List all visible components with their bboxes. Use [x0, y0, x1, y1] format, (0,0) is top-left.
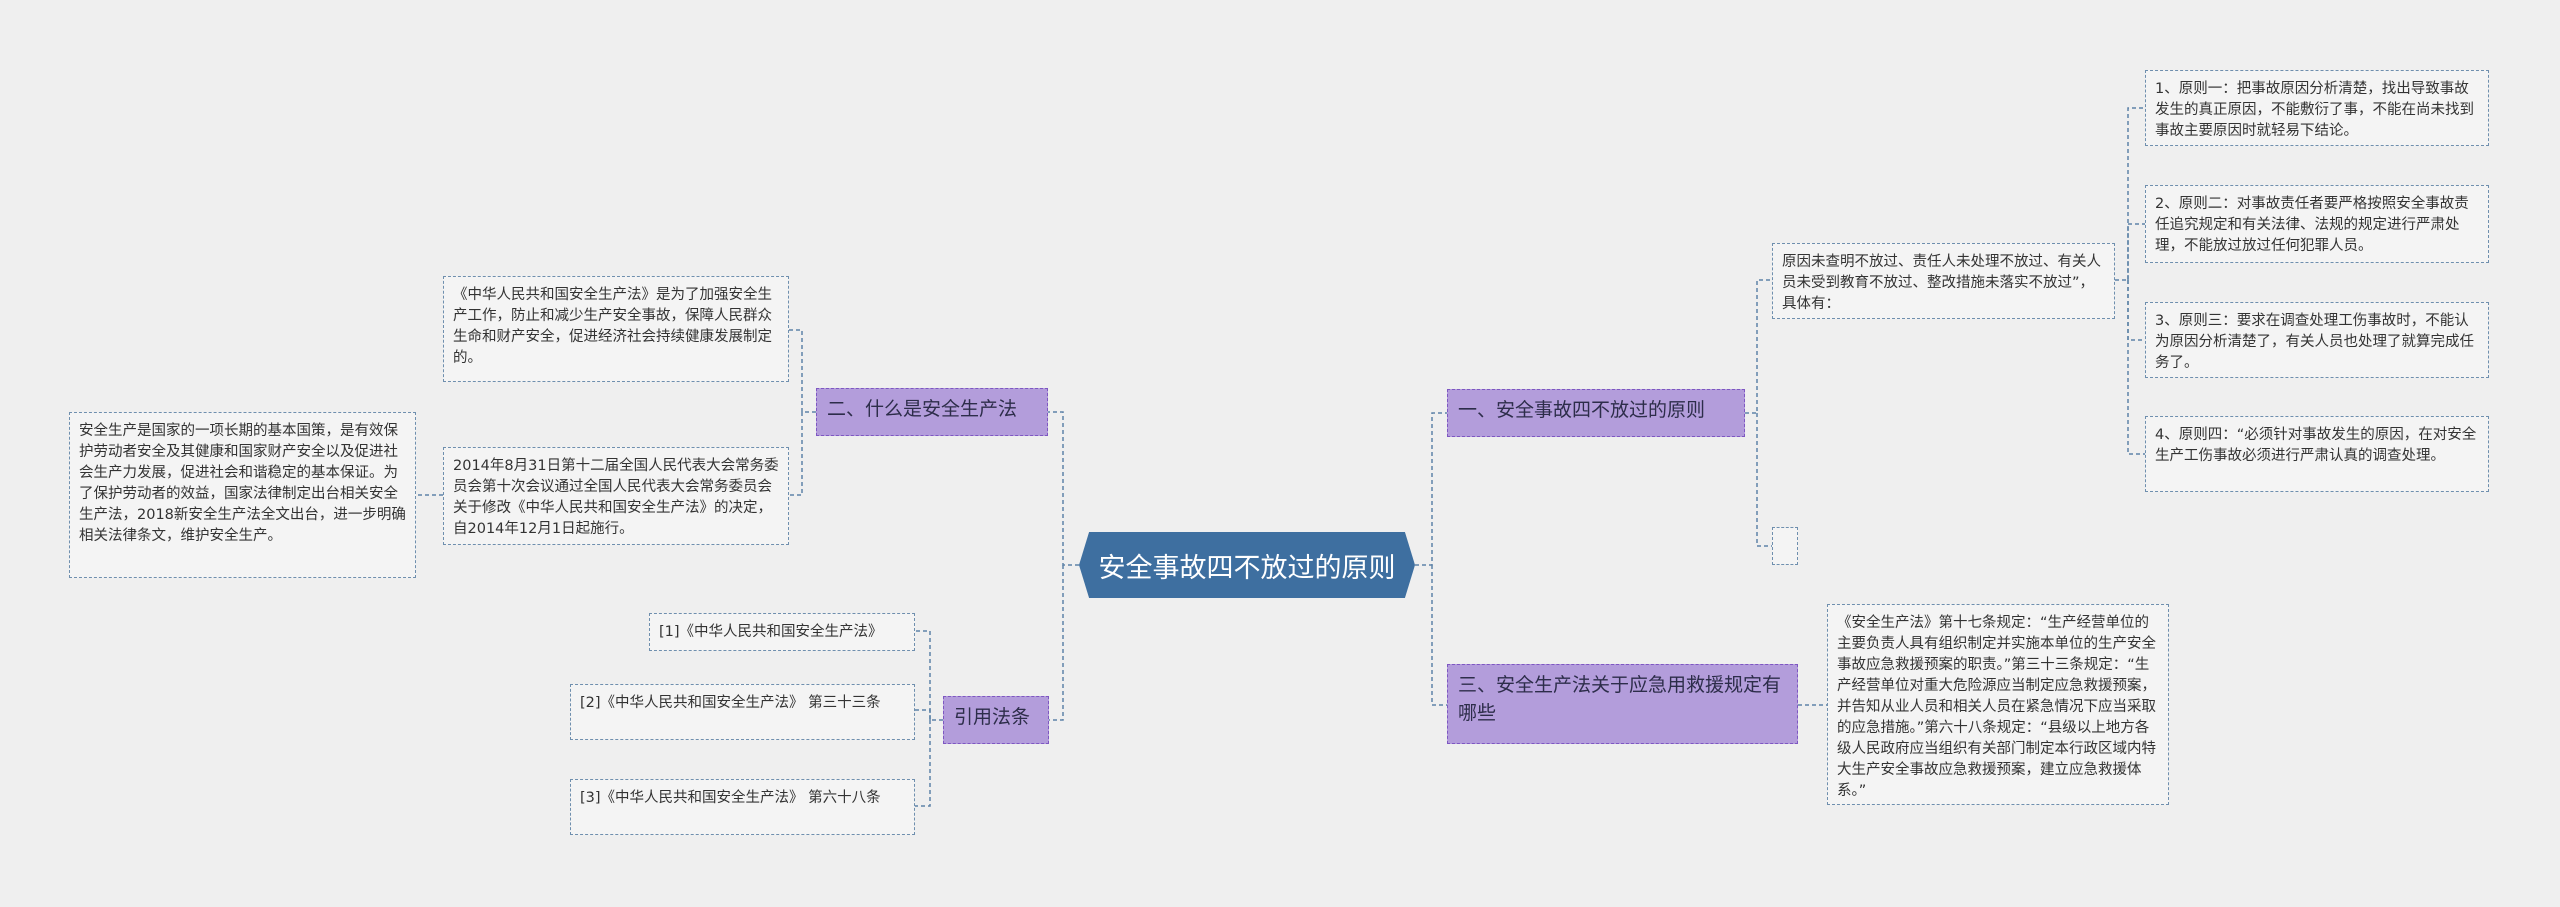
connector-ref2 — [915, 709, 931, 720]
leaf-text: 1、原则一：把事故原因分析清楚，找出导致事故发生的真正原因，不能敷衍了事，不能在… — [2155, 81, 2474, 139]
root-label: 安全事故四不放过的原则 — [1098, 552, 1396, 584]
leaf-ref-2[interactable]: [2]《中华人民共和国安全生产法》 第三十三条 — [570, 684, 915, 740]
leaf-principle-2[interactable]: 2、原则二：对事故责任者要严格按照安全事故责任追究规定和有关法律、法规的规定进行… — [2145, 185, 2489, 263]
connector-b2 — [1048, 411, 1079, 566]
connector-b1-intro — [1745, 279, 1772, 414]
connector-b3 — [1431, 565, 1447, 706]
leaf-text: 原因未查明不放过、责任人未处理不放过、有关人员未受到教育不放过、整改措施未落实不… — [1782, 254, 2101, 312]
leaf-ref-3[interactable]: [3]《中华人民共和国安全生产法》 第六十八条 — [570, 779, 915, 835]
connector-p3 — [2127, 280, 2145, 341]
branch-label: 三、安全生产法关于应急用救援规定有哪些 — [1458, 674, 1782, 724]
leaf-principle-4[interactable]: 4、原则四：“必须针对事故发生的原因，在对安全生产工伤事故必须进行严肃认真的调查… — [2145, 416, 2489, 492]
leaf-text: 《安全生产法》第十七条规定：“生产经营单位的主要负责人具有组织制定并实施本单位的… — [1837, 615, 2156, 799]
connector-p1 — [2115, 107, 2145, 281]
leaf-text: [3]《中华人民共和国安全生产法》 第六十八条 — [580, 790, 881, 806]
branch-four-principles[interactable]: 一、安全事故四不放过的原则 — [1447, 389, 1745, 437]
connector-p4 — [2127, 280, 2145, 455]
leaf-empty[interactable] — [1772, 527, 1798, 565]
leaf-text: [2]《中华人民共和国安全生产法》 第三十三条 — [580, 695, 881, 711]
leaf-emergency-text[interactable]: 《安全生产法》第十七条规定：“生产经营单位的主要负责人具有组织制定并实施本单位的… — [1827, 604, 2169, 805]
leaf-b1-intro[interactable]: 原因未查明不放过、责任人未处理不放过、有关人员未受到教育不放过、整改措施未落实不… — [1772, 243, 2115, 319]
leaf-text: 《中华人民共和国安全生产法》是为了加强安全生产工作，防止和减少生产安全事故，保障… — [453, 287, 772, 366]
leaf-principle-3[interactable]: 3、原则三：要求在调查处理工伤事故时，不能认为原因分析清楚了，有关人员也处理了就… — [2145, 302, 2489, 378]
connector-b2-a — [789, 329, 816, 413]
leaf-principle-1[interactable]: 1、原则一：把事故原因分析清楚，找出导致事故发生的真正原因，不能敷衍了事，不能在… — [2145, 70, 2489, 146]
leaf-text: 2、原则二：对事故责任者要严格按照安全事故责任追究规定和有关法律、法规的规定进行… — [2155, 196, 2469, 254]
connector-b2-b — [789, 412, 803, 496]
connector-ref1 — [915, 630, 943, 721]
leaf-text: 安全生产是国家的一项长期的基本国策，是有效保护劳动者安全及其健康和国家财产安全以… — [79, 423, 406, 544]
branch-label: 二、什么是安全生产法 — [827, 398, 1018, 420]
branch-emergency-rescue[interactable]: 三、安全生产法关于应急用救援规定有哪些 — [1447, 664, 1798, 744]
branch-what-is-safety-law[interactable]: 二、什么是安全生产法 — [816, 388, 1048, 436]
branch-label: 一、安全事故四不放过的原则 — [1458, 399, 1706, 421]
leaf-text: 2014年8月31日第十二届全国人民代表大会常务委员会第十次会议通过全国人民代表… — [453, 458, 779, 537]
branch-label: 引用法条 — [954, 706, 1031, 728]
leaf-text: 3、原则三：要求在调查处理工伤事故时，不能认为原因分析清楚了，有关人员也处理了就… — [2155, 313, 2474, 371]
connector-p2 — [2127, 223, 2145, 280]
connector-ref3 — [915, 720, 931, 807]
leaf-text: [1]《中华人民共和国安全生产法》 — [659, 624, 883, 640]
connector-b1-ghost — [1756, 413, 1772, 547]
connector-b1 — [1415, 412, 1447, 566]
connector-b4 — [1048, 565, 1064, 721]
branch-cited-laws[interactable]: 引用法条 — [943, 696, 1049, 744]
leaf-text: 4、原则四：“必须针对事故发生的原因，在对安全生产工伤事故必须进行严肃认真的调查… — [2155, 427, 2477, 464]
root-topic[interactable]: 安全事故四不放过的原则 — [1079, 532, 1415, 598]
leaf-safety-law-definition[interactable]: 《中华人民共和国安全生产法》是为了加强安全生产工作，防止和减少生产安全事故，保障… — [443, 276, 789, 382]
leaf-ref-1[interactable]: [1]《中华人民共和国安全生产法》 — [649, 613, 915, 651]
leaf-national-policy[interactable]: 安全生产是国家的一项长期的基本国策，是有效保护劳动者安全及其健康和国家财产安全以… — [69, 412, 416, 578]
leaf-safety-law-revision[interactable]: 2014年8月31日第十二届全国人民代表大会常务委员会第十次会议通过全国人民代表… — [443, 447, 789, 545]
